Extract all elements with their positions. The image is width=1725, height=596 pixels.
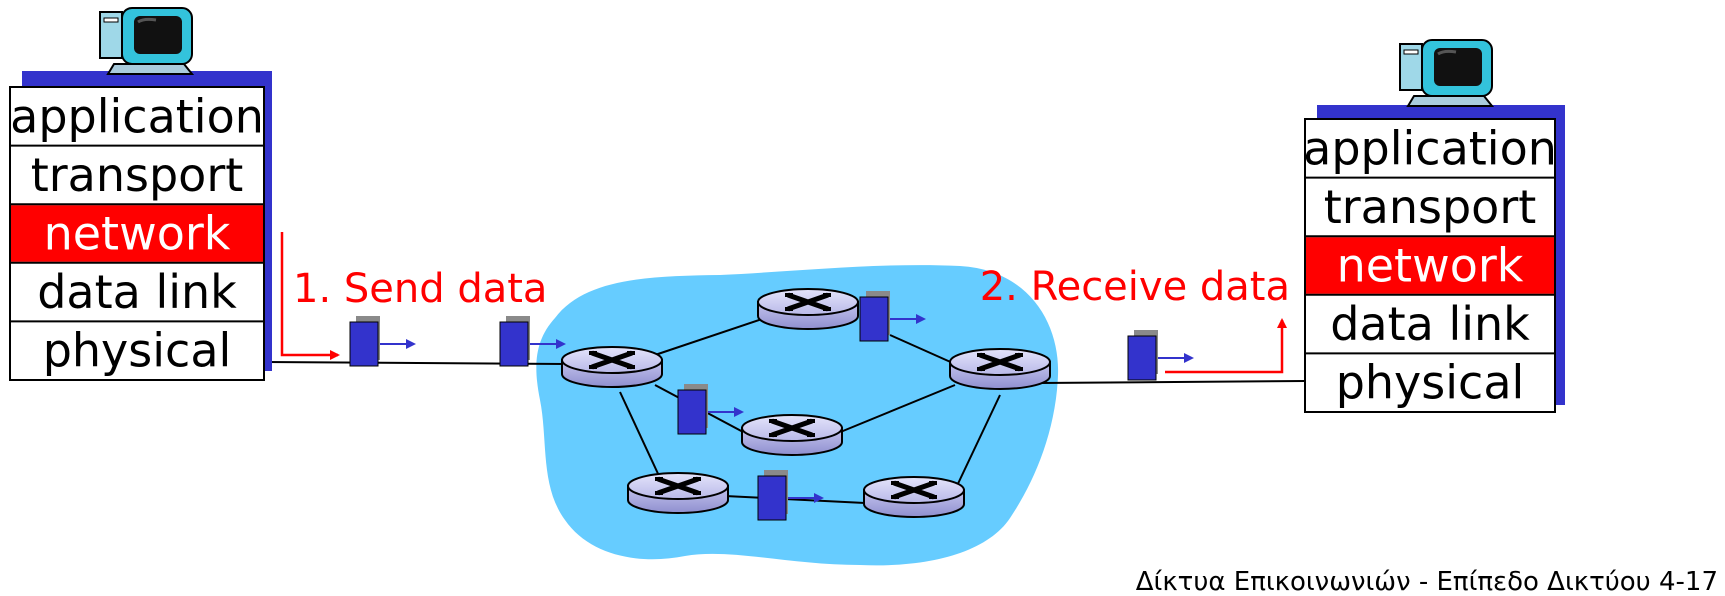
router-1 (562, 347, 662, 387)
right-layer-network: network (1337, 239, 1524, 293)
packet-4 (677, 384, 744, 435)
link-r2-r3 (889, 334, 956, 365)
router-6 (864, 477, 964, 517)
right-layer-application: application (1303, 121, 1557, 175)
computer-icon (99, 7, 195, 75)
router-4 (742, 415, 842, 455)
right-layer-data-link: data link (1330, 297, 1530, 351)
router-2 (758, 289, 858, 329)
send-step-label: 1. Send data (293, 266, 547, 312)
right-layer-highlight (1306, 237, 1554, 294)
computer-icon (1399, 39, 1495, 107)
receive-step-label: 2. Receive data (980, 264, 1290, 310)
receive-arrow (1165, 318, 1287, 374)
link-r3-r6 (954, 394, 1001, 491)
left-layer-highlight (11, 205, 263, 262)
packet-3 (859, 291, 926, 342)
packet-2 (499, 316, 566, 367)
right-layer-transport: transport (1324, 180, 1537, 234)
packet-6 (1127, 330, 1194, 381)
left-layer-transport: transport (31, 148, 244, 202)
link-right-host (1039, 380, 1306, 384)
left-layer-data-link: data link (37, 265, 237, 319)
send-arrow (280, 232, 340, 360)
link-r1-r5 (619, 391, 661, 479)
router-5 (628, 473, 728, 513)
link-r5-r6 (724, 495, 866, 504)
packet-1 (349, 316, 416, 367)
router-3 (950, 349, 1050, 389)
left-layer-application: application (10, 89, 264, 143)
left-layer-physical: physical (43, 324, 232, 378)
slide-footer: Δίκτυα Επικοινωνιών - Επίπεδο Δικτύου 4-… (1136, 567, 1718, 596)
left-layer-network: network (44, 207, 231, 261)
packets (349, 291, 1194, 521)
link-r4-r3 (837, 384, 956, 434)
packet-5 (757, 470, 824, 521)
right-layer-physical: physical (1336, 356, 1525, 410)
link-r1-r2 (654, 317, 766, 356)
